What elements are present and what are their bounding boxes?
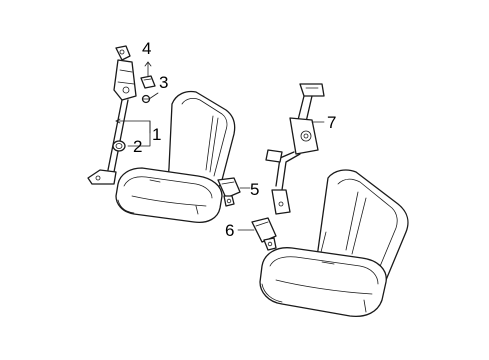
callout-2: 2 xyxy=(133,137,142,156)
callout-5: 5 xyxy=(250,180,259,199)
left-rear-seat xyxy=(115,90,236,224)
callout-3: 3 xyxy=(159,73,168,92)
screw-part-3 xyxy=(141,94,151,104)
right-rear-seat xyxy=(259,169,409,318)
callout-1: 1 xyxy=(152,125,161,144)
clip-part-4 xyxy=(140,75,156,89)
callout-6: 6 xyxy=(225,221,234,240)
leader-lines xyxy=(115,61,325,231)
left-seat-belt-assembly xyxy=(87,45,137,185)
buckle-part-6 xyxy=(251,217,277,251)
bolt-part-2 xyxy=(112,140,126,152)
callout-7: 7 xyxy=(327,113,336,132)
callout-4: 4 xyxy=(142,39,151,58)
buckle-part-5 xyxy=(217,177,241,207)
right-seat-belt-assembly xyxy=(265,83,325,215)
